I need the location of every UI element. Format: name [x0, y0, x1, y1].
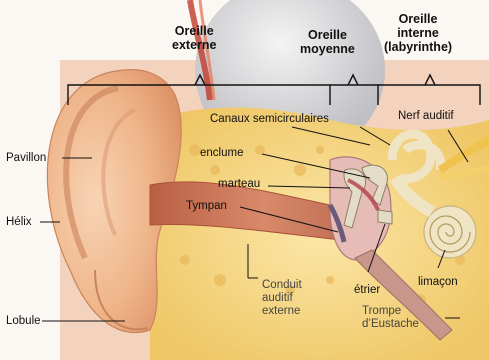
label-inner-ear: Oreille interne (labyrinthe) — [384, 12, 452, 54]
label-helix: Hélix — [6, 216, 32, 229]
label-limacon: limaçon — [418, 276, 458, 289]
label-canaux: Canaux semicirculaires — [210, 113, 329, 126]
label-outer-ear: Oreille externe — [172, 24, 216, 52]
label-lobule: Lobule — [6, 315, 41, 328]
label-middle-ear: Oreille moyenne — [300, 28, 355, 56]
label-tympan: Tympan — [186, 200, 227, 213]
label-marteau: marteau — [218, 178, 260, 191]
label-etrier: étrier — [354, 284, 380, 297]
cochlea — [424, 206, 476, 258]
stapes — [378, 210, 392, 224]
label-pavillon: Pavillon — [6, 152, 46, 165]
label-nerf: Nerf auditif — [398, 110, 454, 123]
label-conduit: Conduit auditif externe — [262, 279, 302, 318]
label-enclume: enclume — [200, 147, 243, 160]
label-trompe: Trompe d’Eustache — [362, 305, 419, 331]
